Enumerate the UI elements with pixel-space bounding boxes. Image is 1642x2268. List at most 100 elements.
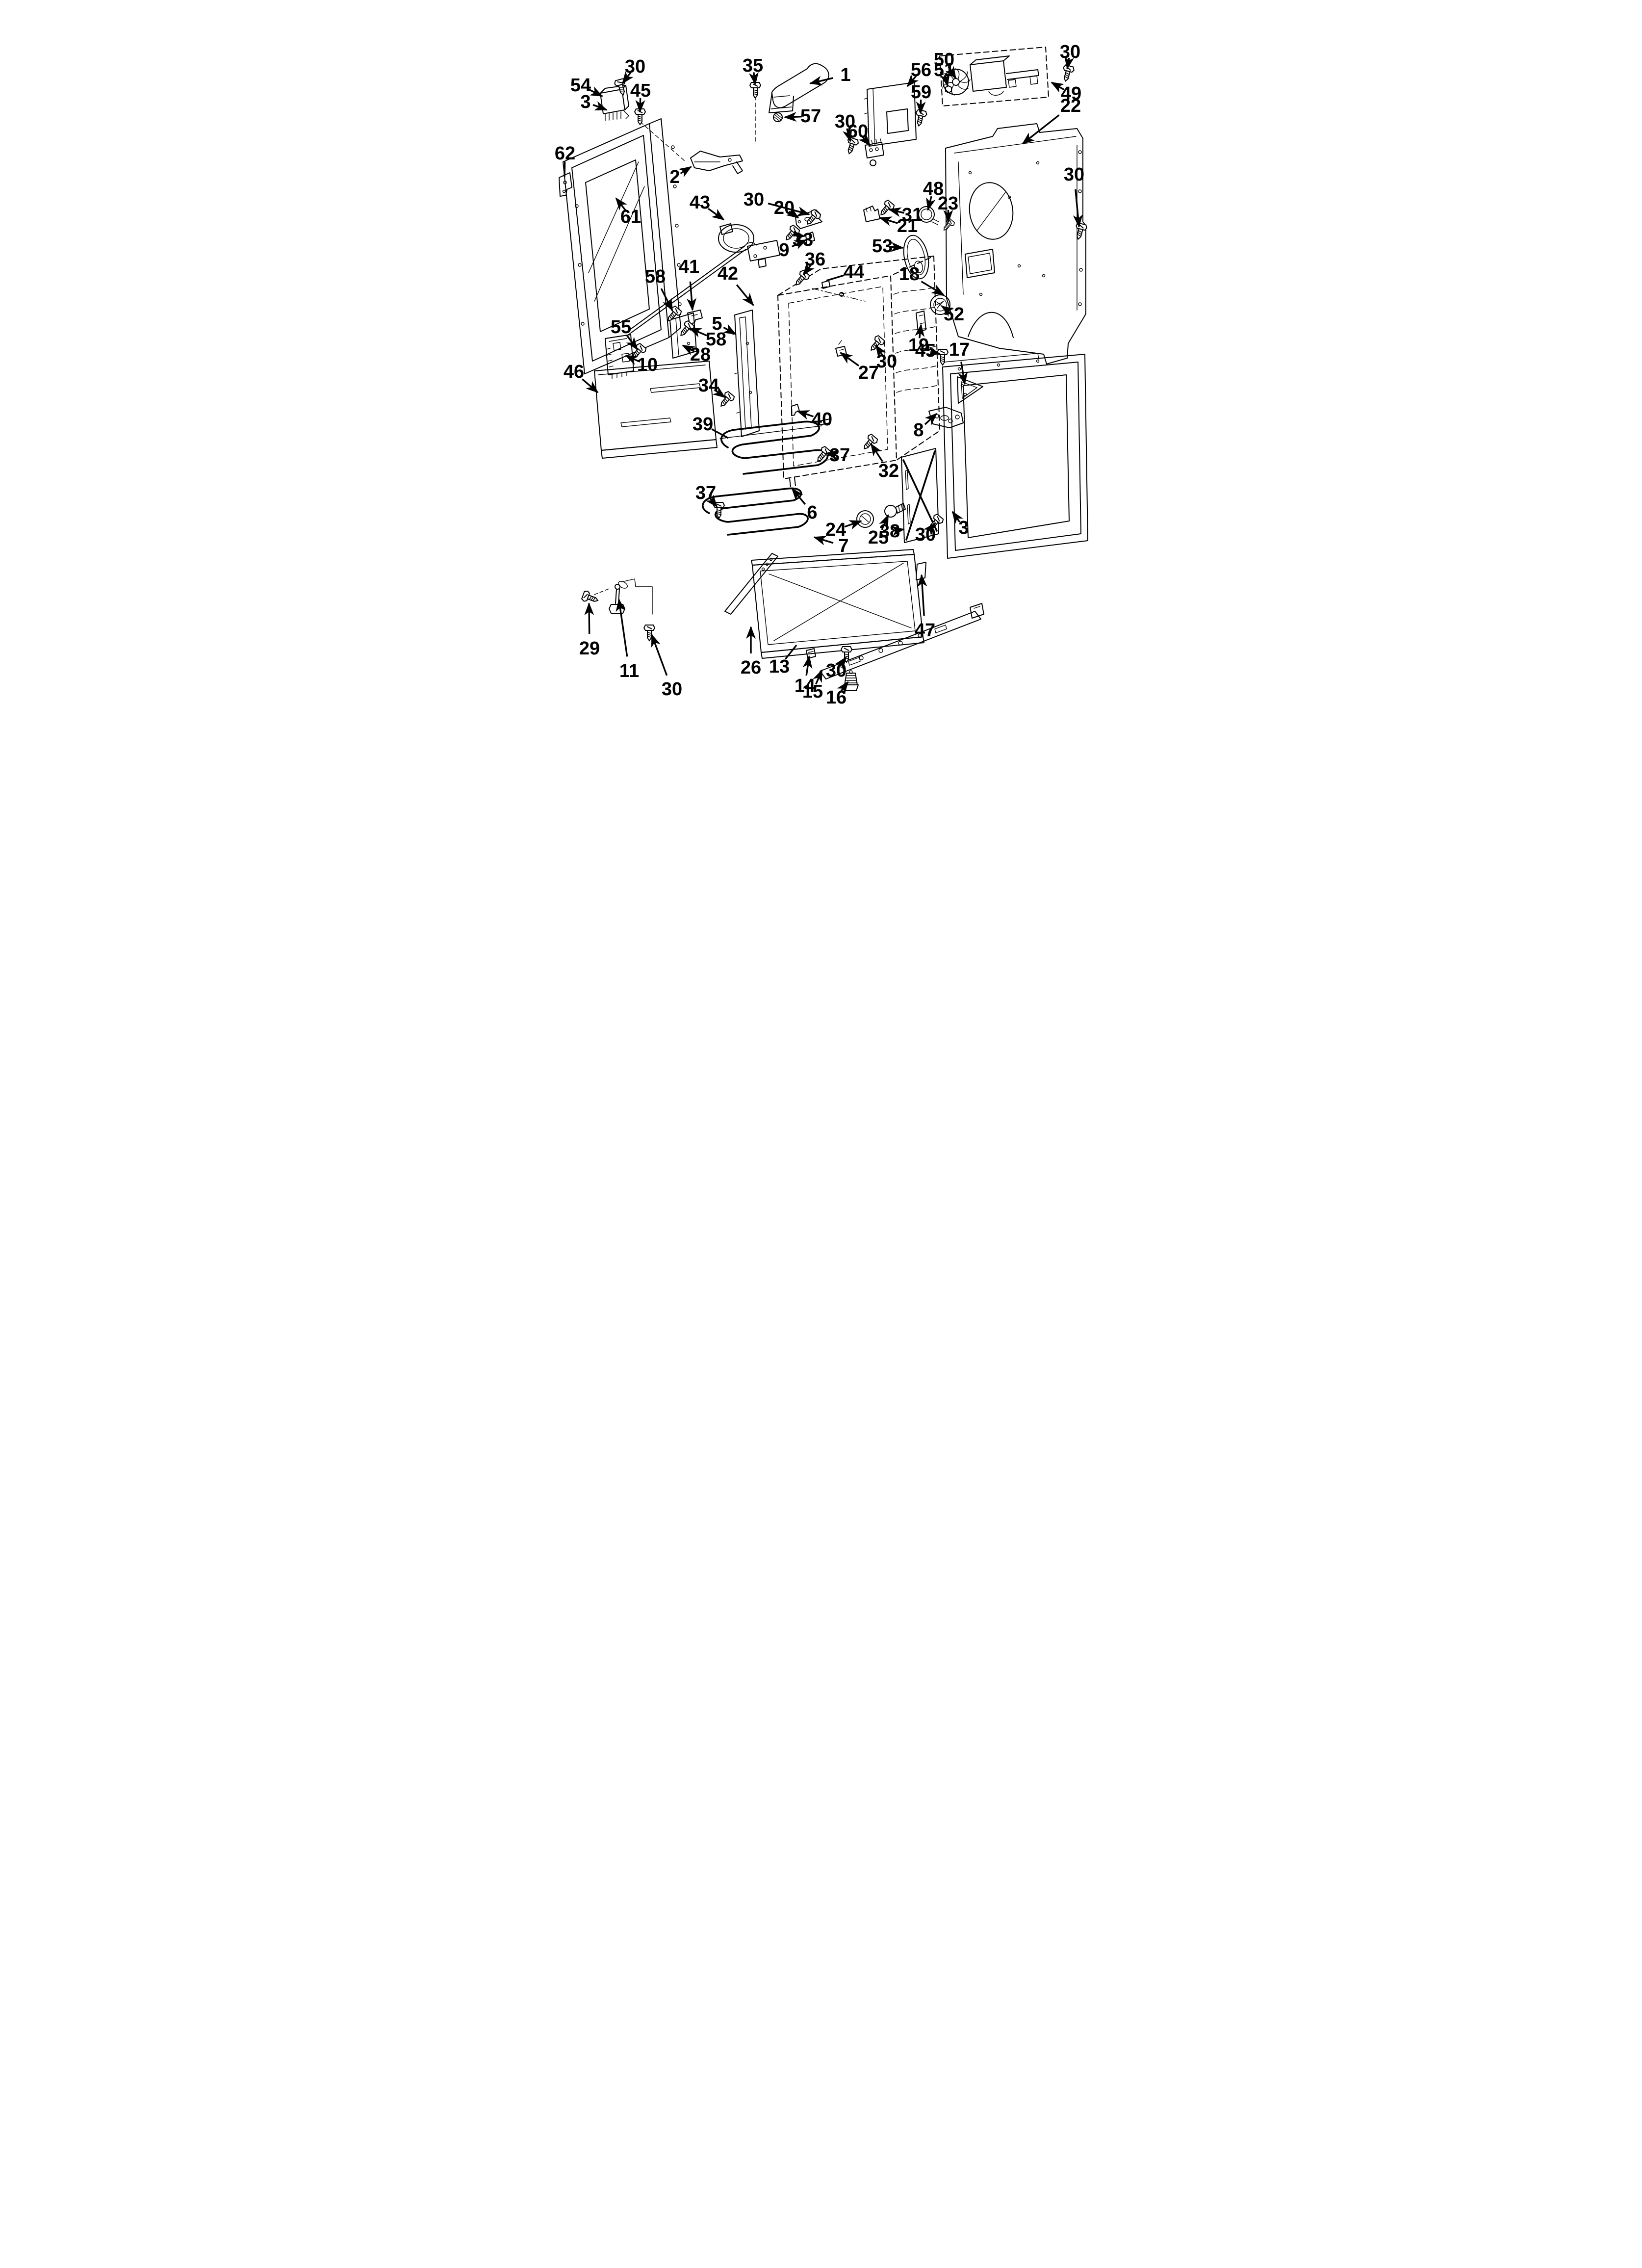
callout-label-6-54: 6 (807, 502, 817, 523)
callout-label-43-18: 43 (690, 192, 710, 213)
callout-label-30-25: 30 (1064, 164, 1084, 185)
callout-label-30-6: 30 (1060, 42, 1080, 62)
callout-leader-54-8 (588, 86, 603, 97)
callout-label-34-43: 34 (698, 375, 719, 396)
callout-label-30-60: 30 (915, 524, 936, 545)
callout-leader-50-4 (945, 66, 957, 79)
callout-label-45-46: 45 (915, 340, 936, 361)
part-leveling-leg-11 (594, 578, 653, 615)
callout-leader-3-61 (951, 511, 963, 524)
callout-label-56-3: 56 (911, 60, 931, 80)
callout-label-7-58: 7 (838, 536, 848, 556)
callout-label-8-47: 8 (913, 420, 924, 441)
callout-leader-30-0 (621, 71, 634, 84)
callout-leader-56-3 (906, 74, 919, 87)
callout-leader-7-58 (813, 536, 834, 546)
callout-leader-58-34 (660, 288, 673, 312)
callout-leader-45-9 (635, 98, 645, 113)
part-lamp-lens-24 (856, 510, 874, 528)
callout-leader-8-47 (924, 413, 938, 425)
callout-label-5-37: 5 (712, 313, 722, 334)
callout-label-48-23: 48 (923, 179, 944, 199)
callout-leader-41-35 (687, 281, 697, 311)
part-latch-motor-43-42 (625, 223, 780, 336)
callout-label-26-65: 26 (741, 657, 761, 678)
callout-leader-6-54 (791, 488, 806, 505)
part-right-side-panel-3 (942, 353, 1088, 559)
callout-label-16-70: 16 (826, 687, 847, 708)
callout-label-42-36: 42 (718, 263, 738, 284)
callout-leader-52-33 (941, 305, 954, 317)
callout-label-29-62: 29 (579, 638, 600, 659)
callout-label-37-55: 37 (829, 445, 850, 466)
callout-label-30-64: 30 (662, 679, 682, 700)
callout-label-41-35: 41 (679, 257, 699, 277)
callout-label-58-38: 58 (706, 329, 726, 350)
callout-label-40-49: 40 (812, 409, 832, 430)
callout-leader-58-38 (689, 327, 707, 338)
callout-label-38-59: 38 (879, 521, 900, 542)
callout-leader-33-27 (794, 231, 807, 244)
callout-leader-13-66 (784, 644, 797, 660)
callout-label-58-34: 58 (645, 266, 666, 287)
callout-label-19-45: 19 (908, 335, 929, 356)
callout-label-49-7: 49 (1061, 83, 1081, 104)
callout-leader-44-31 (826, 274, 845, 282)
callout-label-44-31: 44 (844, 262, 864, 283)
callout-label-39-53: 39 (693, 414, 713, 435)
callout-label-3-61: 3 (958, 518, 969, 538)
callout-label-14-67: 14 (795, 676, 815, 696)
callout-label-51-5: 51 (934, 60, 954, 80)
callout-label-23-24: 23 (938, 193, 958, 214)
callout-leader-53-28 (889, 242, 904, 252)
callout-label-18-32: 18 (899, 264, 920, 285)
callout-label-31-21: 31 (902, 205, 923, 225)
callout-leader-19-45 (915, 324, 925, 339)
callout-label-46-42: 46 (564, 362, 584, 382)
callout-label-54-8: 54 (570, 75, 591, 96)
callout-leader-30-51 (875, 344, 887, 358)
callout-leader-9-29 (792, 239, 807, 250)
callout-leader-17-44 (958, 362, 968, 385)
callout-label-52-33: 52 (944, 304, 964, 325)
callout-label-30-69: 30 (826, 660, 847, 681)
part-front-rail-15 (820, 603, 984, 679)
callout-leader-49-7 (1051, 81, 1065, 93)
callout-leader-30-25 (1073, 189, 1083, 228)
diagram-canvas: 3035156505130495445592236230602574330203… (547, 0, 1095, 756)
callout-leader-47-71 (917, 574, 927, 616)
callout-leader-5-37 (723, 324, 737, 335)
callout-leader-39-53 (711, 428, 729, 439)
callout-label-33-27: 33 (793, 230, 813, 250)
callout-leader-15-68 (813, 669, 823, 685)
part-clip-40 (791, 404, 800, 416)
part-base-pan-46 (594, 361, 718, 459)
callout-leader-51-5 (940, 73, 950, 87)
callout-leader-48-23 (926, 196, 936, 211)
part-rear-panel-22 (945, 123, 1086, 365)
callout-label-62-13: 62 (555, 143, 575, 164)
callout-leader-20-20 (786, 207, 799, 219)
callout-label-21-22: 21 (897, 216, 918, 236)
callout-label-47-71: 47 (915, 620, 935, 641)
callout-leader-45-46 (927, 346, 941, 356)
callout-leader-3-12 (592, 101, 608, 111)
callout-leader-40-49 (796, 410, 814, 420)
callout-label-45-9: 45 (630, 80, 651, 101)
callout-label-53-28: 53 (872, 236, 893, 257)
callout-label-37-52: 37 (695, 483, 716, 503)
callout-leader-30-69 (835, 656, 847, 670)
callout-leader-18-32 (921, 281, 945, 296)
part-side-shield-38 (901, 448, 939, 543)
part-drawer-bottom-13 (751, 549, 924, 659)
callout-label-28-39: 28 (690, 344, 711, 365)
callout-label-27-50: 27 (858, 363, 879, 383)
part-lamp-bulb-25 (884, 503, 906, 518)
callout-label-35-1: 35 (743, 55, 763, 76)
callout-leader-61-26 (615, 197, 627, 211)
part-duct-panel-56 (864, 82, 917, 147)
callout-leader-46-42 (582, 378, 599, 393)
callout-leader-42-36 (736, 284, 754, 306)
